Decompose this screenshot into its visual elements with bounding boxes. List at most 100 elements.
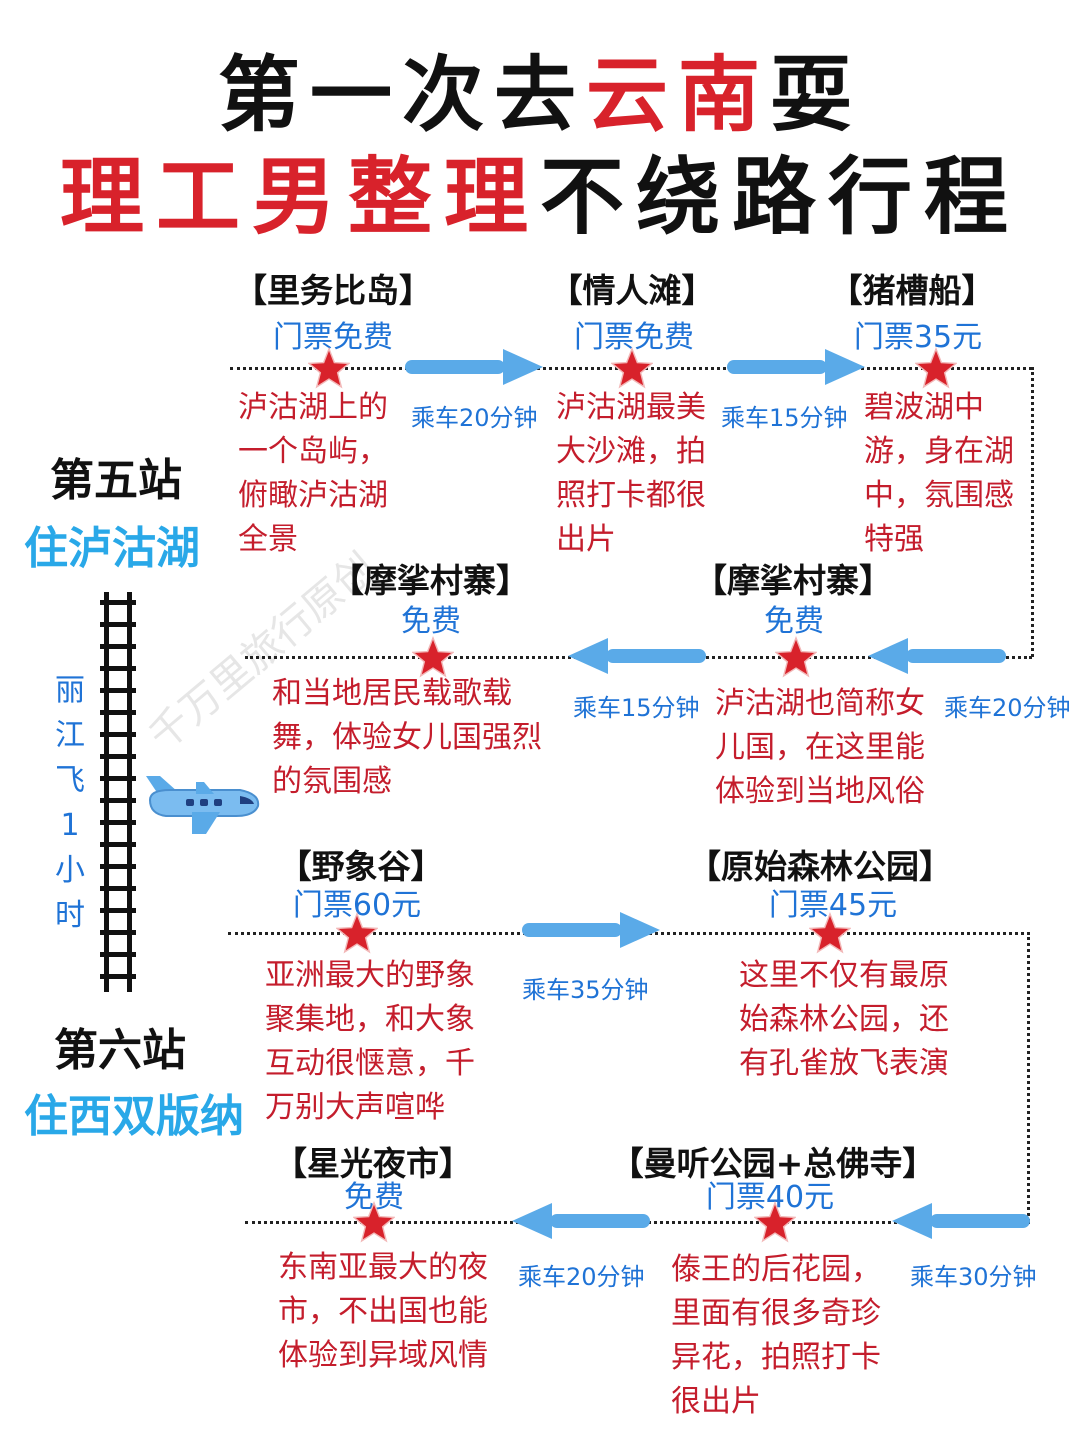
arrow-left-icon	[866, 636, 1006, 676]
desc-line: 中，氛围感	[864, 478, 1014, 513]
ride-time: 乘车15分钟	[721, 404, 848, 432]
desc-line: 大沙滩，拍	[556, 434, 706, 469]
spot-description: 泸沽湖最美 大沙滩，拍 照打卡都很 出片	[556, 386, 706, 562]
title-text-b: 不绕路行程	[540, 148, 1021, 246]
desc-line: 聚集地，和大象	[265, 1002, 475, 1037]
desc-line: 互动很惬意，千	[265, 1046, 475, 1081]
desc-line: 儿国，在这里能	[715, 730, 925, 765]
desc-line: 傣王的后花园，	[671, 1252, 881, 1287]
spot-description: 东南亚最大的夜 市，不出国也能 体验到异域风情	[278, 1246, 488, 1378]
spot-description: 和当地居民载歌载 舞，体验女儿国强烈 的氛围感	[272, 672, 542, 804]
desc-line: 很出片	[671, 1384, 761, 1419]
arrow-right-icon	[405, 347, 545, 387]
spot-description: 泸沽湖上的 一个岛屿， 俯瞰泸沽湖 全景	[238, 386, 388, 562]
spot-ticket: 门票40元	[705, 1180, 835, 1215]
star-icon	[611, 347, 653, 389]
star-icon	[336, 912, 378, 954]
flight-char: 飞	[55, 763, 85, 798]
spot-name: 【猪槽船】	[829, 271, 995, 310]
flight-char: 1	[60, 808, 80, 843]
title-text-a: 第一次去	[217, 48, 586, 143]
ride-time: 乘车35分钟	[522, 976, 649, 1004]
spot-name: 【星光夜市】	[274, 1144, 472, 1183]
desc-line: 东南亚最大的夜	[278, 1250, 488, 1285]
desc-line: 异花，拍照打卡	[671, 1340, 881, 1375]
ride-time: 乘车20分钟	[518, 1263, 645, 1291]
flight-char: 时	[55, 898, 85, 933]
station-six-title: 第六站	[54, 1025, 186, 1076]
spot-name: 【曼听公园+总佛寺】	[610, 1144, 936, 1183]
flight-char: 江	[55, 718, 85, 753]
arrow-right-icon	[522, 910, 662, 950]
spot-description: 这里不仅有最原 始森林公园，还 有孔雀放飞表演	[739, 954, 949, 1086]
desc-line: 有孔雀放飞表演	[739, 1046, 949, 1081]
desc-line: 里面有很多奇珍	[671, 1296, 881, 1331]
page-title-line1: 第一次去云南耍	[0, 28, 1080, 147]
desc-line: 的氛围感	[272, 764, 392, 799]
arrow-left-icon	[510, 1201, 650, 1241]
spot-name: 【野象谷】	[278, 847, 444, 886]
desc-line: 市，不出国也能	[278, 1294, 488, 1329]
star-icon	[775, 636, 817, 678]
spot-name: 【里务比岛】	[234, 271, 432, 310]
ride-time: 乘车30分钟	[910, 1263, 1037, 1291]
ride-time: 乘车15分钟	[573, 694, 700, 722]
spot-description: 泸沽湖也简称女 儿国，在这里能 体验到当地风俗	[715, 682, 925, 814]
star-icon	[308, 347, 350, 389]
spot-name: 【摩挲村寨】	[331, 561, 529, 600]
title-text-highlight: 云南	[585, 48, 770, 143]
flight-char: 小	[55, 853, 85, 888]
desc-line: 体验到当地风俗	[715, 774, 925, 809]
ride-time: 乘车20分钟	[411, 404, 538, 432]
star-icon	[915, 347, 957, 389]
desc-line: 一个岛屿，	[238, 434, 388, 469]
desc-line: 照打卡都很	[556, 478, 706, 513]
spot-description: 亚洲最大的野象 聚集地，和大象 互动很惬意，千 万别大声喧哗	[265, 954, 475, 1130]
airplane-icon	[146, 776, 260, 834]
flight-char: 丽	[55, 673, 85, 708]
spot-name: 【摩挲村寨】	[694, 561, 892, 600]
desc-line: 全景	[238, 522, 298, 557]
desc-line: 始森林公园，还	[739, 1002, 949, 1037]
desc-line: 这里不仅有最原	[739, 958, 949, 993]
desc-line: 特强	[864, 522, 924, 557]
ride-time: 乘车20分钟	[944, 694, 1071, 722]
station-six-place: 住西双版纳	[24, 1091, 244, 1142]
desc-line: 亚洲最大的野象	[265, 958, 475, 993]
route-line	[1031, 367, 1034, 657]
station-five-title: 第五站	[50, 455, 182, 506]
spot-description: 碧波湖中 游，身在湖 中，氛围感 特强	[864, 386, 1014, 562]
spot-ticket: 门票35元	[853, 320, 983, 355]
spot-name: 【情人滩】	[549, 271, 715, 310]
desc-line: 俯瞰泸沽湖	[238, 478, 388, 513]
spot-name: 【原始森林公园】	[688, 847, 952, 886]
desc-line: 万别大声喧哗	[265, 1090, 445, 1125]
desc-line: 和当地居民载歌载	[272, 676, 512, 711]
star-icon	[353, 1201, 395, 1243]
page-title-line2: 理工男整理不绕路行程	[0, 130, 1080, 251]
spot-ticket: 免费	[401, 604, 461, 639]
desc-line: 游，身在湖	[864, 434, 1014, 469]
title-text-c: 耍	[770, 48, 863, 143]
desc-line: 泸沽湖上的	[238, 390, 388, 425]
star-icon	[754, 1201, 796, 1243]
arrow-left-icon	[890, 1201, 1030, 1241]
title-text-highlight: 理工男整理	[59, 148, 540, 246]
spot-ticket: 门票45元	[768, 888, 898, 923]
desc-line: 体验到异域风情	[278, 1338, 488, 1373]
desc-line: 碧波湖中	[864, 390, 984, 425]
arrow-right-icon	[727, 347, 867, 387]
route-line	[1027, 932, 1030, 1222]
station-five-place: 住泸沽湖	[24, 523, 200, 574]
star-icon	[809, 912, 851, 954]
desc-line: 出片	[556, 522, 616, 557]
spot-description: 傣王的后花园， 里面有很多奇珍 异花，拍照打卡 很出片	[671, 1248, 881, 1424]
desc-line: 舞，体验女儿国强烈	[272, 720, 542, 755]
desc-line: 泸沽湖也简称女	[715, 686, 925, 721]
flight-label: 丽 江 飞 1 小 时	[50, 668, 90, 938]
spot-ticket: 免费	[764, 604, 824, 639]
railway-track-icon	[100, 592, 136, 992]
spot-ticket: 门票免费	[574, 320, 694, 355]
arrow-left-icon	[566, 636, 706, 676]
spot-ticket: 门票免费	[273, 320, 393, 355]
